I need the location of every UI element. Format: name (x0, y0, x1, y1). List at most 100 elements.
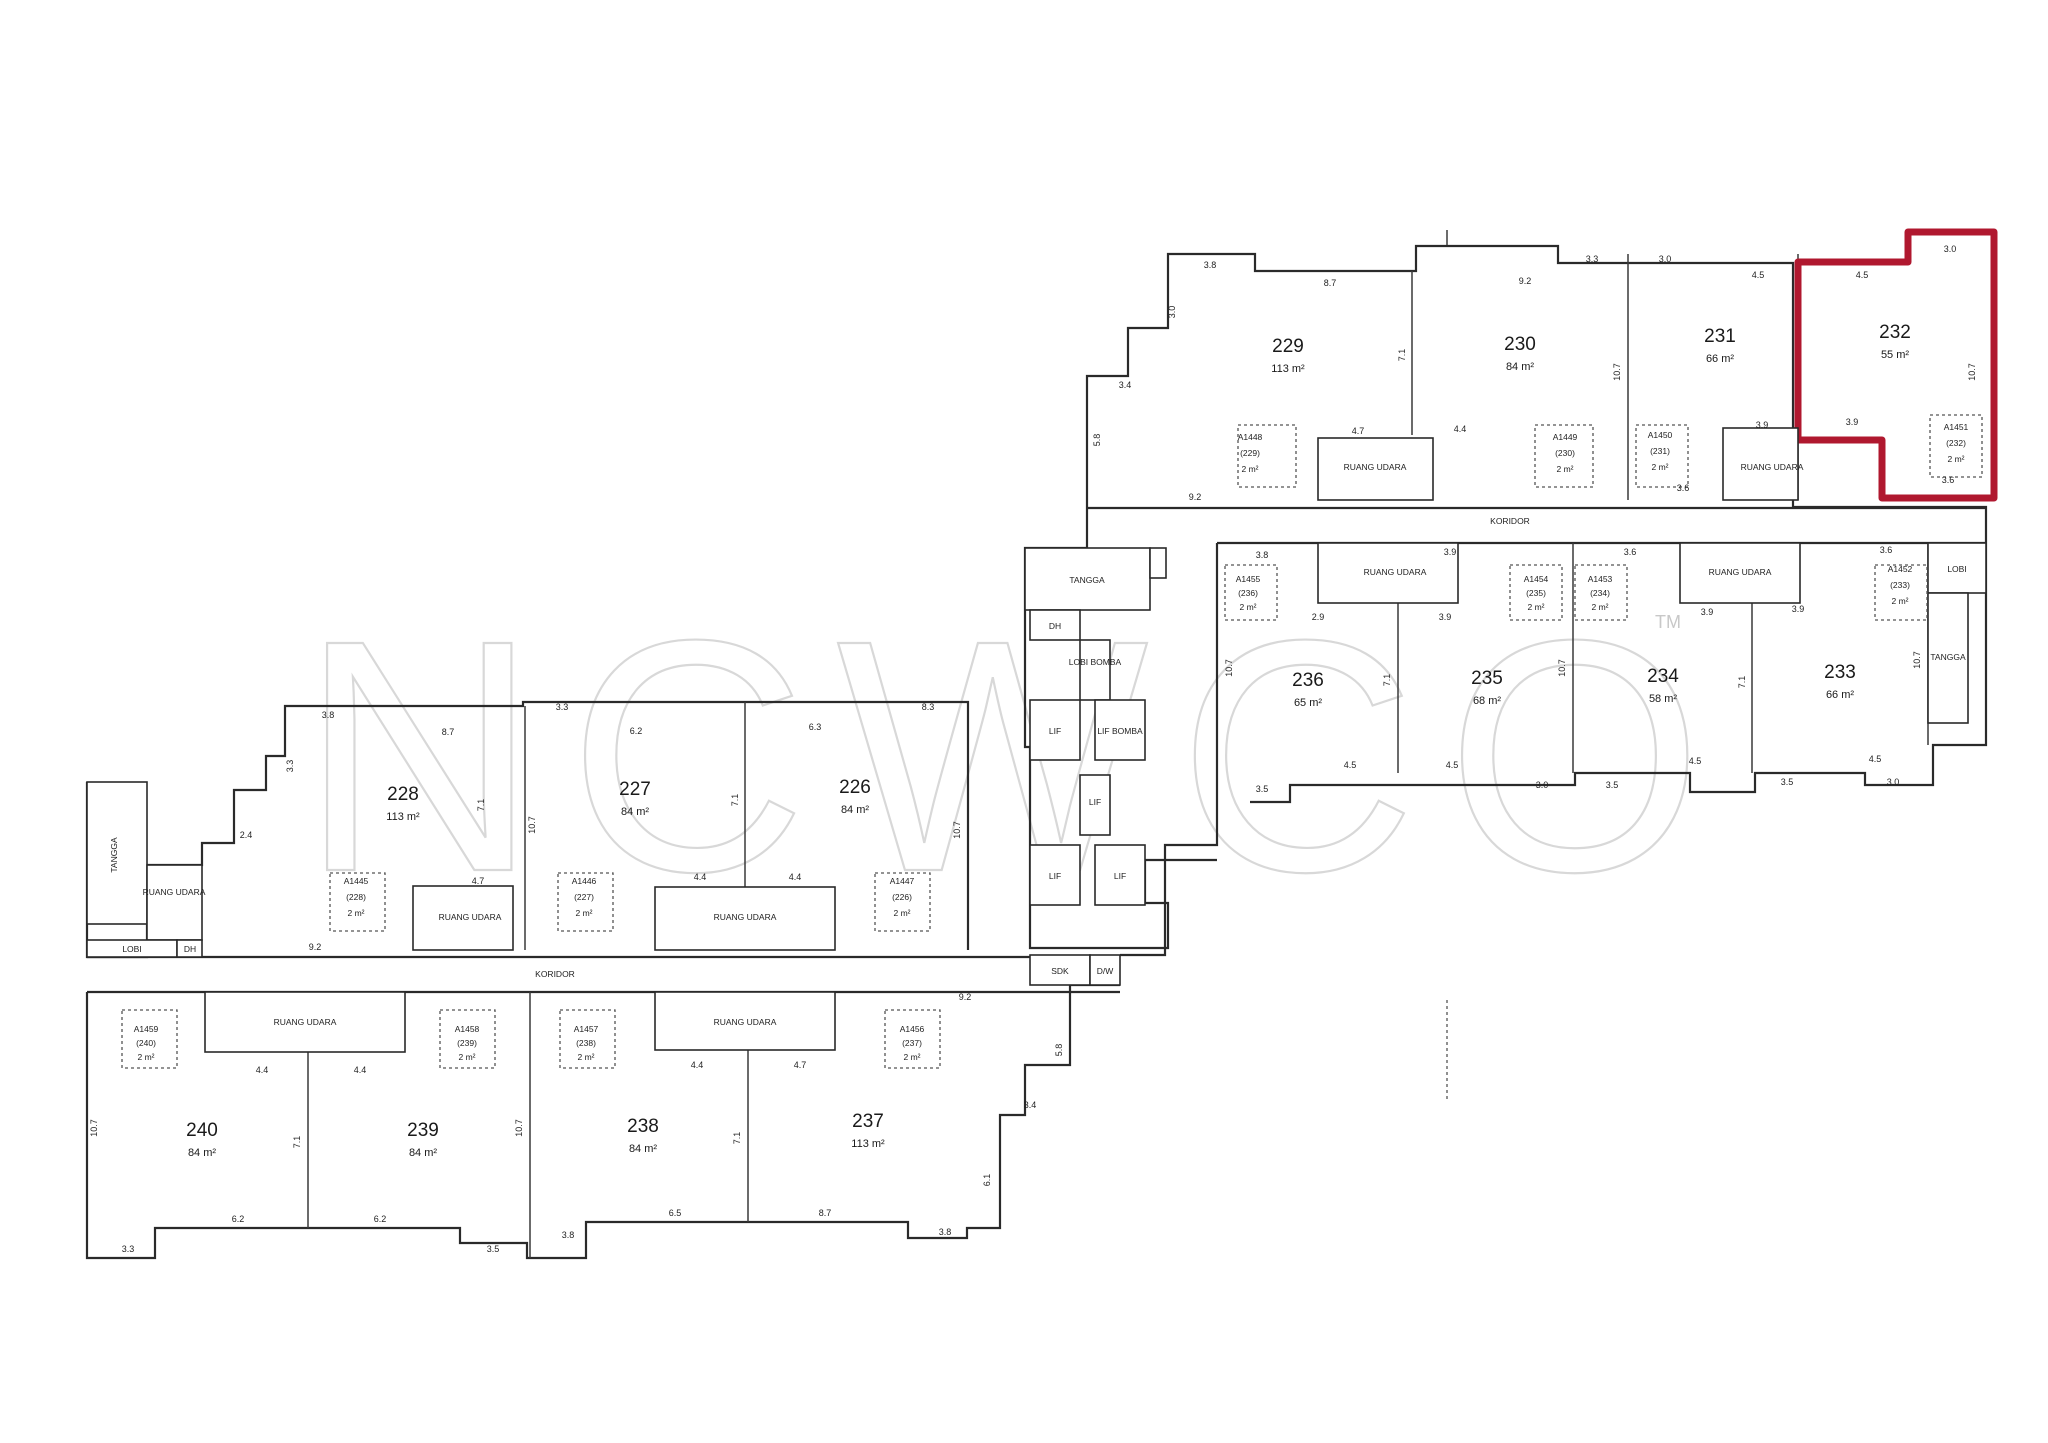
dim-label: 4.5 (1869, 754, 1882, 764)
ac-label-237: A1456 (237) 2 m² (900, 1024, 925, 1062)
svg-text:A1454: A1454 (1524, 574, 1549, 584)
ac-box-236 (1224, 564, 1278, 621)
ac-box-240 (121, 1009, 178, 1069)
tangga-core-box (1024, 547, 1151, 611)
ac-label-231: A1450 (231) 2 m² (1648, 430, 1673, 472)
ac-label-232: A1451 (232) 2 m² (1944, 422, 1969, 464)
svg-text:2 m²: 2 m² (894, 908, 911, 918)
west-wing-bottom-wall (85, 983, 1120, 1260)
west-wing (85, 700, 1120, 1260)
air-well-227-226 (654, 886, 836, 951)
dim-label: 10.7 (1224, 659, 1234, 677)
watermark-text: NCWCO (300, 571, 1733, 940)
dim-label: 4.5 (1446, 760, 1459, 770)
svg-text:(236): (236) (1238, 588, 1258, 598)
dim-label: 4.5 (1344, 760, 1357, 770)
svg-text:(227): (227) (574, 892, 594, 902)
svg-text:237: 237 (852, 1111, 884, 1132)
ac-label-233: A1452 (233) 2 m² (1888, 564, 1913, 606)
lobi-bomba-box (1079, 639, 1111, 701)
dim-label: 7.1 (1737, 676, 1747, 689)
svg-text:A1450: A1450 (1648, 430, 1673, 440)
svg-text:2 m²: 2 m² (1242, 464, 1259, 474)
svg-text:(226): (226) (892, 892, 912, 902)
svg-text:2 m²: 2 m² (1592, 602, 1609, 612)
dim-label: 7.1 (1397, 349, 1407, 362)
svg-text:2 m²: 2 m² (576, 908, 593, 918)
svg-text:240: 240 (186, 1120, 218, 1141)
service-core: TANGGA DH LOBI BOMBA LIF LIF BOMBA LIF L… (109, 516, 1987, 986)
svg-text:84 m²: 84 m² (841, 804, 869, 816)
svg-text:84 m²: 84 m² (629, 1143, 657, 1155)
svg-text:(233): (233) (1890, 580, 1910, 590)
dim-label: 10.7 (514, 1119, 524, 1137)
watermark: NCWCO TM (299, 570, 1733, 941)
dim-label: 3.9 (1439, 612, 1452, 622)
ac-label-236: A1455 (236) 2 m² (1236, 574, 1261, 612)
ac-box-232 (1929, 414, 1983, 478)
svg-text:A1446: A1446 (572, 876, 597, 886)
svg-text:A1449: A1449 (1553, 432, 1578, 442)
svg-text:2 m²: 2 m² (1892, 596, 1909, 606)
svg-text:68 m²: 68 m² (1473, 695, 1501, 707)
dim-label: 3.0 (1887, 777, 1900, 787)
dh-west-box (176, 939, 203, 958)
svg-text:A1452: A1452 (1888, 564, 1913, 574)
svg-text:A1451: A1451 (1944, 422, 1969, 432)
core-small-box (1149, 547, 1167, 579)
dim-label: 4.5 (1752, 270, 1765, 280)
dim-label: 9.2 (959, 992, 972, 1002)
dim-label: 3.6 (1942, 475, 1955, 485)
dim-label: 2.4 (240, 830, 253, 840)
dim-label: 3.4 (1119, 380, 1132, 390)
label-ruang-udara-1: RUANG UDARA (1344, 462, 1407, 472)
dim-label: 4.4 (694, 872, 707, 882)
lif-box-1 (1029, 699, 1081, 761)
svg-text:232: 232 (1879, 322, 1911, 343)
ac-label-227: A1446 (227) 2 m² (572, 876, 597, 918)
dim-label: 8.7 (1324, 278, 1337, 288)
svg-text:113 m²: 113 m² (386, 811, 420, 823)
svg-text:84 m²: 84 m² (1506, 361, 1534, 373)
label-ruang-udara-5: RUANG UDARA (439, 912, 502, 922)
label-lif-2: LIF (1049, 871, 1061, 881)
dim-label: 3.5 (1256, 784, 1269, 794)
dim-label: 5.8 (1054, 1044, 1064, 1057)
unit-240: 240 84 m² (186, 1120, 218, 1159)
svg-text:(238): (238) (576, 1038, 596, 1048)
air-well-236-235 (1317, 542, 1459, 604)
label-ruang-udara-west: RUANG UDARA (143, 887, 206, 897)
dim-label: 6.2 (630, 726, 643, 736)
label-dh-west: DH (184, 944, 196, 954)
svg-text:2 m²: 2 m² (348, 908, 365, 918)
dim-label: 3.3 (1586, 254, 1599, 264)
svg-text:2 m²: 2 m² (904, 1052, 921, 1062)
dim-label: 3.9 (1792, 604, 1805, 614)
lobi-lif-box (1079, 774, 1111, 836)
lif-bomba-box (1094, 699, 1146, 761)
lif-box-3 (1094, 844, 1146, 906)
dim-label: 9.2 (1519, 276, 1532, 286)
svg-text:A1457: A1457 (574, 1024, 599, 1034)
dim-label: 3.9 (1444, 547, 1457, 557)
svg-text:(230): (230) (1555, 448, 1575, 458)
air-well-234-233 (1679, 542, 1801, 604)
svg-text:113 m²: 113 m² (851, 1138, 885, 1150)
dim-label: 4.4 (691, 1060, 704, 1070)
dim-label: 7.1 (732, 1132, 742, 1145)
svg-text:2 m²: 2 m² (1652, 462, 1669, 472)
svg-text:2 m²: 2 m² (138, 1052, 155, 1062)
dim-label: 6.2 (374, 1214, 387, 1224)
dim-label: 4.4 (256, 1065, 269, 1075)
dim-label: 3.3 (556, 702, 569, 712)
unit-231: 231 66 m² (1704, 326, 1736, 365)
dw-box (1089, 954, 1121, 986)
air-well-238-237 (654, 991, 836, 1051)
tangga-west-box (86, 781, 148, 925)
dim-label: 3.5 (1781, 777, 1794, 787)
dim-label: 4.4 (789, 872, 802, 882)
ac-ledges: A1448 (229) 2 m² A1449 (230) 2 m² A1450 … (121, 414, 1983, 1069)
unit-237: 237 113 m² (851, 1111, 885, 1150)
svg-text:228: 228 (387, 784, 419, 805)
label-dh-core: DH (1049, 621, 1061, 631)
